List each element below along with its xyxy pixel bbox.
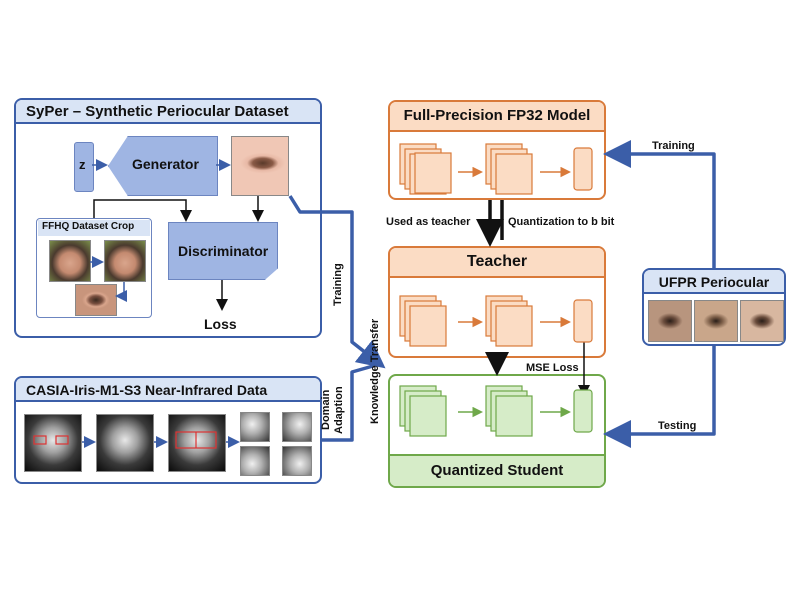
generator-label: Generator [132, 156, 199, 172]
ufpr-eye-1 [648, 300, 692, 342]
z-box [74, 142, 94, 192]
ufpr-testing-arrow [603, 346, 716, 448]
generator-box [108, 136, 218, 196]
ufpr-training-arrow [603, 140, 716, 268]
ffhq-face-1 [49, 240, 91, 282]
ffhq-eye-crop [75, 284, 117, 316]
ffhq-to-discriminator-arrow [93, 199, 192, 222]
domain-adaption-line2: Adaption [333, 386, 345, 434]
casia-eye-box-right [55, 435, 69, 445]
fp32-layers [399, 143, 593, 195]
teacher-layers [399, 295, 593, 347]
discriminator-box [168, 222, 278, 280]
casia-title: CASIA-Iris-M1-S3 Near-Infrared Data [16, 378, 320, 402]
nir-crop-2 [282, 412, 312, 442]
ufpr-eye-2 [694, 300, 738, 342]
discriminator-label: Discriminator [178, 243, 269, 259]
casia-to-transfer-arrow [322, 362, 381, 442]
domain-adaption-line1: Domain [320, 389, 332, 430]
ffhq-face-2 [104, 240, 146, 282]
ffhq-frame [36, 218, 152, 318]
syper-title: SyPer – Synthetic Periocular Dataset [16, 100, 320, 124]
nir-crop-3 [240, 446, 270, 476]
fp32-title: Full-Precision FP32 Model [390, 102, 604, 132]
casia-eye-box-left [33, 435, 47, 445]
knowledge-transfer-label: Knowledge Transfer [369, 318, 381, 424]
student-title: Quantized Student [390, 454, 604, 486]
synthetic-eye-image [231, 136, 289, 196]
z-label: z [79, 157, 86, 172]
nir-crop-4 [282, 446, 312, 476]
training-left-label: Training [332, 263, 344, 306]
student-layers [399, 385, 593, 437]
teacher-title: Teacher [390, 248, 604, 278]
ffhq-label: FFHQ Dataset Crop [42, 221, 135, 232]
syper-to-transfer-arrow [288, 195, 386, 369]
ffhq-crop-arrow [115, 282, 127, 302]
nir-face-3 [168, 414, 226, 472]
nir-face-2 [96, 414, 154, 472]
ffhq-label-bg [38, 220, 150, 236]
ufpr-title: UFPR Periocular [644, 270, 784, 294]
training-right-label: Training [652, 140, 695, 152]
quantization-label: Quantization to b bit [508, 216, 615, 228]
ufpr-eye-3 [740, 300, 784, 342]
loss-label: Loss [204, 316, 237, 332]
used-as-teacher-label: Used as teacher [386, 216, 471, 228]
mse-loss-label: MSE Loss [526, 362, 579, 374]
testing-label: Testing [658, 420, 697, 432]
nir-crop-1 [240, 412, 270, 442]
